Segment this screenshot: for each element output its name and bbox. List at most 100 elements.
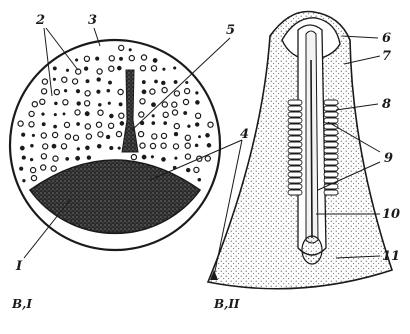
granule: [174, 132, 178, 136]
granule: [164, 121, 167, 124]
granule: [109, 66, 114, 71]
granule: [64, 122, 69, 127]
granule: [42, 89, 47, 94]
somite-right: [324, 112, 338, 117]
granule: [73, 79, 78, 84]
granule: [117, 66, 121, 70]
label-7: 7: [382, 49, 391, 64]
granule: [98, 132, 103, 137]
granule: [41, 133, 46, 138]
granule: [84, 56, 89, 61]
granule: [162, 88, 167, 93]
label-1: I: [15, 259, 23, 274]
granule: [32, 102, 37, 107]
granule: [85, 111, 90, 116]
label-8: 8: [382, 97, 391, 112]
somite-right: [324, 172, 338, 177]
granule: [30, 168, 35, 173]
granule: [161, 81, 165, 85]
label-10: 10: [382, 207, 400, 222]
somite-left: [288, 148, 302, 153]
granule: [85, 124, 90, 129]
granule: [173, 67, 176, 70]
granule: [140, 99, 145, 104]
granule: [109, 56, 114, 61]
granule: [42, 113, 45, 116]
granule: [97, 78, 101, 82]
granule: [198, 135, 201, 138]
somite-left: [288, 172, 302, 177]
granule: [98, 110, 103, 115]
granule: [41, 165, 46, 170]
granule: [173, 144, 178, 149]
granule: [97, 144, 101, 148]
granule: [64, 89, 67, 92]
granule: [207, 143, 211, 147]
granule: [75, 110, 80, 115]
granule: [53, 132, 58, 137]
somite-left: [288, 154, 302, 159]
granule: [119, 103, 123, 107]
granule: [22, 156, 26, 160]
granule: [51, 166, 56, 171]
granule: [185, 81, 188, 84]
granule: [116, 132, 121, 137]
somite-left: [288, 130, 302, 135]
granule: [108, 81, 112, 85]
granule: [75, 156, 79, 160]
granule: [195, 123, 199, 127]
somite-left: [288, 160, 302, 165]
granule: [53, 125, 56, 128]
somite-right: [324, 154, 338, 159]
granule: [154, 80, 157, 83]
granule: [195, 144, 198, 147]
granule: [185, 89, 190, 94]
granule: [131, 155, 136, 160]
granule: [18, 121, 23, 126]
caption-left: B,I: [11, 297, 32, 311]
granule: [31, 176, 36, 181]
granule: [172, 102, 177, 107]
granule: [208, 122, 213, 127]
granule: [66, 69, 69, 72]
granule: [66, 157, 69, 160]
somite-right: [324, 100, 338, 105]
granule: [84, 67, 88, 71]
granule: [118, 147, 121, 150]
somite-left: [288, 106, 302, 111]
granule: [175, 157, 178, 160]
granule: [163, 112, 168, 117]
granule: [77, 147, 80, 150]
granule: [97, 69, 102, 74]
somite-left: [288, 124, 302, 129]
granule: [86, 79, 90, 83]
granule: [52, 144, 56, 148]
granule: [185, 135, 190, 140]
granule: [174, 91, 179, 96]
somite-left: [288, 166, 302, 171]
label-5: 5: [226, 23, 235, 38]
granule: [141, 55, 146, 60]
granule: [76, 89, 80, 93]
granule: [186, 168, 190, 172]
granule: [21, 133, 25, 137]
granule: [53, 67, 57, 71]
granule: [76, 122, 79, 125]
granule: [150, 89, 155, 94]
granule: [54, 90, 59, 95]
granule: [153, 58, 157, 62]
granule: [19, 167, 23, 171]
granule: [109, 123, 114, 128]
granule: [120, 121, 124, 125]
granule: [196, 113, 201, 118]
granule: [152, 114, 155, 117]
granule: [205, 133, 209, 137]
somite-left: [288, 118, 302, 123]
granule: [187, 125, 190, 128]
somite-left: [288, 112, 302, 117]
granule: [118, 89, 123, 94]
granule: [151, 103, 155, 107]
granule: [161, 133, 166, 138]
somite-left: [288, 190, 302, 195]
granule: [30, 158, 33, 161]
